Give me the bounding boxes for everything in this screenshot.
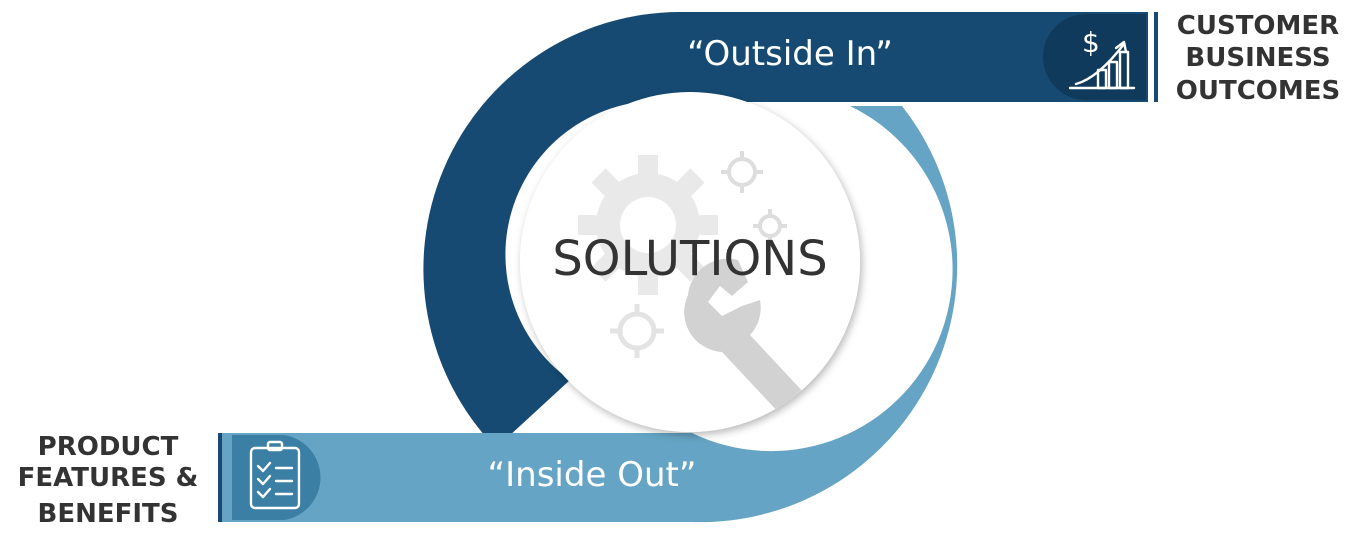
business-label: BUSINESS bbox=[1185, 43, 1330, 73]
benefits-label: BENEFITS bbox=[38, 499, 179, 529]
product-features-benefits-label: PRODUCT FEATURES & BENEFITS bbox=[18, 432, 199, 529]
large-gear-icon bbox=[578, 155, 718, 295]
inside-out-label: “Inside Out” bbox=[488, 455, 697, 495]
clipboard-checklist-icon bbox=[249, 440, 301, 510]
customer-outcomes-icon-area: $ bbox=[1043, 14, 1146, 100]
customer-business-outcomes-label: CUSTOMER BUSINESS OUTCOMES bbox=[1176, 11, 1341, 106]
small-gear-top-icon bbox=[721, 151, 763, 193]
product-features-icon-area bbox=[232, 435, 321, 520]
outside-in-label: “Outside In” bbox=[687, 34, 893, 74]
product-features-divider bbox=[218, 433, 222, 522]
customer-outcomes-divider bbox=[1154, 12, 1158, 102]
features-label: FEATURES & bbox=[18, 463, 199, 493]
wrench-icon bbox=[684, 258, 820, 430]
dollar-growth-chart-icon: $ bbox=[1068, 26, 1136, 90]
customer-label: CUSTOMER bbox=[1177, 11, 1339, 41]
outcomes-label: OUTCOMES bbox=[1176, 76, 1341, 106]
small-gear-left-icon bbox=[610, 304, 664, 358]
product-label: PRODUCT bbox=[38, 432, 179, 462]
solutions-label: SOLUTIONS bbox=[552, 231, 827, 287]
svg-text:$: $ bbox=[1082, 26, 1100, 59]
gears-wrench-icon bbox=[578, 151, 820, 430]
small-gear-right-icon bbox=[753, 209, 787, 243]
